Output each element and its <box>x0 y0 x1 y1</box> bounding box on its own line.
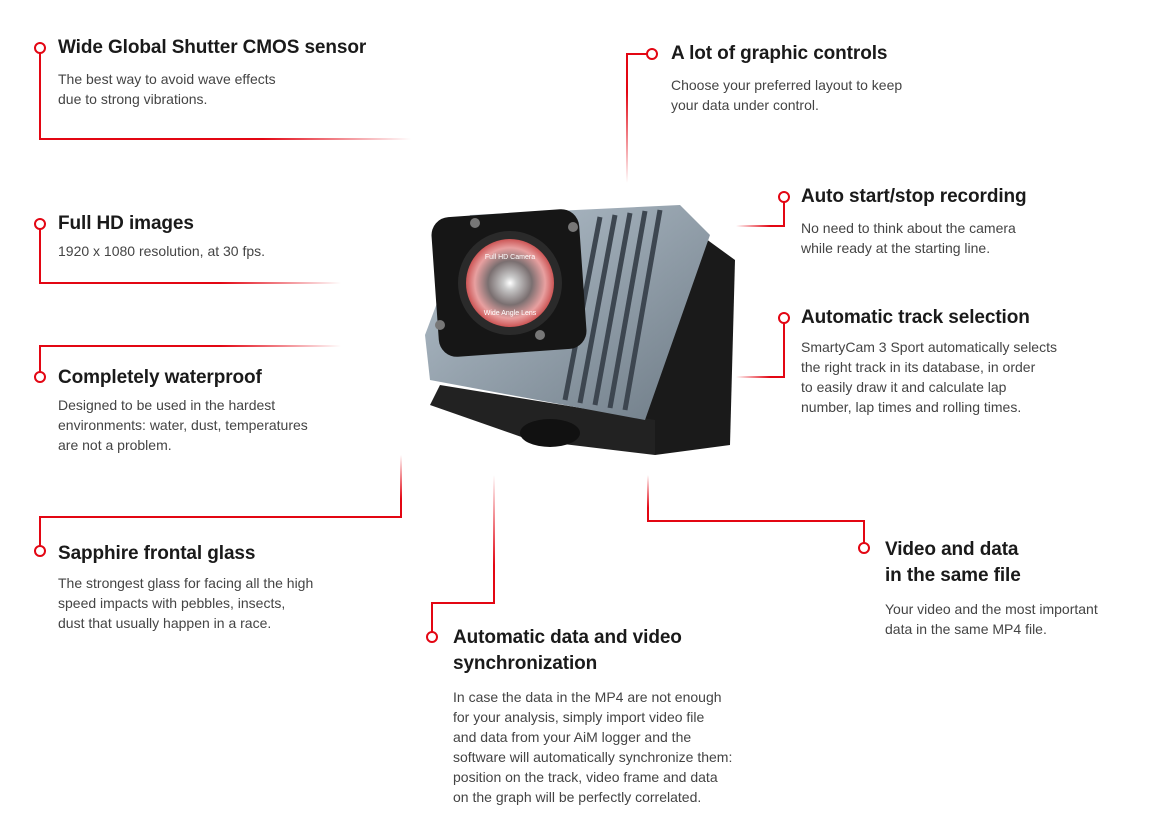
bullet-icon <box>858 542 870 554</box>
feature-full-hd: Full HD images 1920 x 1080 resolution, a… <box>58 211 265 261</box>
feature-title: Auto start/stop recording <box>801 186 1027 207</box>
feature-text: SmartyCam 3 Sport automatically selects <box>801 339 1057 355</box>
bullet-icon <box>646 48 658 60</box>
feature-text: number, lap times and rolling times. <box>801 399 1022 415</box>
bullet-icon <box>34 42 46 54</box>
feature-text: The best way to avoid wave effects <box>58 71 276 87</box>
lens-text-bottom: Wide Angle Lens <box>484 310 537 317</box>
feature-text: In case the data in the MP4 are not enou… <box>453 689 722 705</box>
feature-text: on the graph will be perfectly correlate… <box>453 789 702 805</box>
feature-text: the right track in its database, in orde… <box>801 359 1036 375</box>
feature-title: Full HD images <box>58 213 194 234</box>
feature-text: position on the track, video frame and d… <box>453 769 718 785</box>
feature-text: dust that usually happen in a race. <box>58 615 272 631</box>
feature-text: to easily draw it and calculate lap <box>801 379 1007 395</box>
bullet-icon <box>778 191 790 203</box>
feature-title: Wide Global Shutter CMOS sensor <box>58 37 367 58</box>
feature-text: speed impacts with pebbles, insects, <box>58 595 286 611</box>
feature-text: and data from your AiM logger and the <box>453 729 692 745</box>
feature-title: in the same file <box>885 565 1021 586</box>
feature-title: Completely waterproof <box>58 367 262 388</box>
feature-title: Automatic data and video <box>453 627 682 648</box>
feature-waterproof: Completely waterproof Designed to be use… <box>58 365 308 455</box>
feature-text: environments: water, dust, temperatures <box>58 417 308 433</box>
feature-text: No need to think about the camera <box>801 220 1016 236</box>
bullet-icon <box>778 312 790 324</box>
feature-title: Sapphire frontal glass <box>58 543 256 564</box>
feature-video-data-file: Video and data in the same file Your vide… <box>885 537 1098 639</box>
feature-title: A lot of graphic controls <box>671 43 888 64</box>
feature-text: software will automatically synchronize … <box>453 749 733 765</box>
feature-text: while ready at the starting line. <box>801 240 991 256</box>
feature-text: Choose your preferred layout to keep <box>671 77 903 93</box>
feature-text: for your analysis, simply import video f… <box>453 709 705 725</box>
feature-graphic-controls: A lot of graphic controls Choose your pr… <box>671 41 902 115</box>
bullet-icon <box>34 371 46 383</box>
feature-sapphire-glass: Sapphire frontal glass The strongest gla… <box>58 541 313 633</box>
feature-text: due to strong vibrations. <box>58 91 208 107</box>
feature-text: Your video and the most important <box>885 601 1098 617</box>
feature-global-shutter: Wide Global Shutter CMOS sensor The best… <box>58 35 366 109</box>
feature-text: 1920 x 1080 resolution, at 30 fps. <box>58 243 266 259</box>
feature-text: data in the same MP4 file. <box>885 621 1047 637</box>
feature-text: The strongest glass for facing all the h… <box>58 575 314 591</box>
lens-text-top: Full HD Camera <box>485 254 535 261</box>
feature-title: Automatic track selection <box>801 307 1030 328</box>
feature-auto-start-stop: Auto start/stop recording No need to thi… <box>801 184 1027 258</box>
feature-title: Video and data <box>885 539 1019 560</box>
camera-image: Full HD Camera Wide Angle Lens <box>410 195 750 460</box>
bullet-icon <box>426 631 438 643</box>
feature-title: synchronization <box>453 653 598 674</box>
bullet-icon <box>34 545 46 557</box>
feature-track-selection: Automatic track selection SmartyCam 3 Sp… <box>801 305 1057 417</box>
feature-text: are not a problem. <box>58 437 172 453</box>
feature-text: Designed to be used in the hardest <box>58 397 276 413</box>
bullet-icon <box>34 218 46 230</box>
feature-text: your data under control. <box>671 97 819 113</box>
